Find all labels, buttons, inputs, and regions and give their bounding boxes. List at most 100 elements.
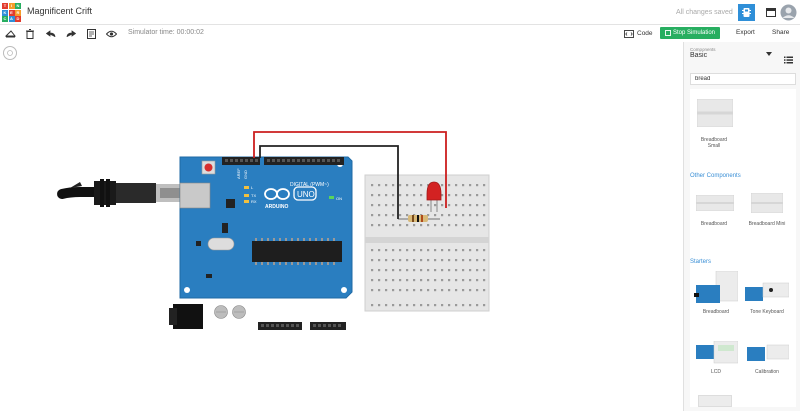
- breadboard-hole[interactable]: [427, 204, 430, 207]
- starter-calibration[interactable]: Calibration: [744, 337, 790, 379]
- breadboard-hole[interactable]: [462, 269, 465, 272]
- breadboard-hole[interactable]: [462, 224, 465, 227]
- breadboard-hole[interactable]: [378, 184, 381, 187]
- breadboard-hole[interactable]: [427, 249, 430, 252]
- delete-button[interactable]: [23, 27, 36, 40]
- breadboard-hole[interactable]: [483, 184, 486, 187]
- projects-button[interactable]: [762, 4, 779, 21]
- breadboard-hole[interactable]: [476, 259, 479, 262]
- breadboard-hole[interactable]: [399, 259, 402, 262]
- breadboard-hole[interactable]: [385, 259, 388, 262]
- breadboard-hole[interactable]: [462, 214, 465, 217]
- breadboard-hole[interactable]: [378, 249, 381, 252]
- breadboard-hole[interactable]: [441, 194, 444, 197]
- breadboard-hole[interactable]: [469, 279, 472, 282]
- starter-breadboard[interactable]: Breadboard: [694, 271, 738, 317]
- starter-lcd[interactable]: LCD: [694, 337, 738, 379]
- breadboard-hole[interactable]: [385, 269, 388, 272]
- breadboard-hole[interactable]: [392, 184, 395, 187]
- breadboard-hole[interactable]: [427, 184, 430, 187]
- other-components-heading[interactable]: Other Components: [690, 173, 741, 179]
- breadboard-hole[interactable]: [371, 214, 374, 217]
- breadboard-hole[interactable]: [413, 289, 416, 292]
- component-breadboard-mini[interactable]: Breadboard Mini: [744, 193, 790, 233]
- breadboard-hole[interactable]: [406, 224, 409, 227]
- workplane[interactable]: AREF GND DIGITAL (PWM~) L TX RX UNO ARDU…: [0, 42, 683, 411]
- breadboard-hole[interactable]: [420, 194, 423, 197]
- breadboard-hole[interactable]: [441, 289, 444, 292]
- breadboard-hole[interactable]: [371, 289, 374, 292]
- share-button[interactable]: Share: [772, 29, 790, 36]
- breadboard-hole[interactable]: [448, 304, 451, 307]
- breadboard-hole[interactable]: [462, 204, 465, 207]
- breadboard-hole[interactable]: [476, 184, 479, 187]
- breadboard-hole[interactable]: [483, 259, 486, 262]
- breadboard-hole[interactable]: [469, 259, 472, 262]
- breadboard-hole[interactable]: [448, 259, 451, 262]
- breadboard-hole[interactable]: [371, 184, 374, 187]
- breadboard-hole[interactable]: [448, 194, 451, 197]
- breadboard-hole[interactable]: [441, 304, 444, 307]
- breadboard-hole[interactable]: [378, 194, 381, 197]
- breadboard-hole[interactable]: [448, 184, 451, 187]
- breadboard-hole[interactable]: [413, 224, 416, 227]
- breadboard-hole[interactable]: [399, 184, 402, 187]
- notes-button[interactable]: [85, 27, 98, 40]
- breadboard-hole[interactable]: [476, 214, 479, 217]
- breadboard-hole[interactable]: [392, 214, 395, 217]
- breadboard-hole[interactable]: [378, 269, 381, 272]
- breadboard-hole[interactable]: [434, 304, 437, 307]
- breadboard-hole[interactable]: [462, 194, 465, 197]
- breadboard-hole[interactable]: [385, 214, 388, 217]
- breadboard-hole[interactable]: [455, 204, 458, 207]
- breadboard-hole[interactable]: [427, 289, 430, 292]
- breadboard-hole[interactable]: [413, 184, 416, 187]
- project-title[interactable]: Magnificent Crift: [27, 6, 93, 16]
- breadboard-hole[interactable]: [406, 289, 409, 292]
- starter-next[interactable]: [698, 395, 732, 407]
- component-breadboard-small[interactable]: Breadboard Small: [694, 99, 736, 149]
- breadboard-hole[interactable]: [455, 259, 458, 262]
- breadboard-hole[interactable]: [420, 269, 423, 272]
- breadboard-hole[interactable]: [469, 214, 472, 217]
- circuit-canvas[interactable]: AREF GND DIGITAL (PWM~) L TX RX UNO ARDU…: [0, 42, 683, 411]
- breadboard-hole[interactable]: [476, 289, 479, 292]
- breadboard-hole[interactable]: [434, 214, 437, 217]
- breadboard-hole[interactable]: [371, 304, 374, 307]
- breadboard-hole[interactable]: [378, 259, 381, 262]
- breadboard-hole[interactable]: [371, 204, 374, 207]
- breadboard-hole[interactable]: [427, 259, 430, 262]
- breadboard-hole[interactable]: [406, 194, 409, 197]
- breadboard-hole[interactable]: [476, 204, 479, 207]
- breadboard-hole[interactable]: [392, 279, 395, 282]
- breadboard-hole[interactable]: [392, 259, 395, 262]
- breadboard-hole[interactable]: [462, 279, 465, 282]
- rotate-button[interactable]: [4, 27, 17, 40]
- breadboard-hole[interactable]: [483, 289, 486, 292]
- breadboard-hole[interactable]: [483, 214, 486, 217]
- red-led[interactable]: [426, 181, 442, 212]
- breadboard-hole[interactable]: [385, 224, 388, 227]
- breadboard-hole[interactable]: [399, 214, 402, 217]
- breadboard-hole[interactable]: [434, 249, 437, 252]
- breadboard-hole[interactable]: [455, 279, 458, 282]
- breadboard-hole[interactable]: [462, 304, 465, 307]
- breadboard-hole[interactable]: [462, 289, 465, 292]
- breadboard-hole[interactable]: [385, 184, 388, 187]
- breadboard-hole[interactable]: [392, 204, 395, 207]
- breadboard-hole[interactable]: [371, 249, 374, 252]
- breadboard-hole[interactable]: [371, 259, 374, 262]
- breadboard-hole[interactable]: [385, 194, 388, 197]
- black-wire[interactable]: [259, 145, 399, 219]
- breadboard-hole[interactable]: [476, 194, 479, 197]
- breadboard-hole[interactable]: [385, 249, 388, 252]
- breadboard-hole[interactable]: [427, 304, 430, 307]
- breadboard-hole[interactable]: [462, 259, 465, 262]
- breadboard-hole[interactable]: [420, 279, 423, 282]
- breadboard-hole[interactable]: [455, 184, 458, 187]
- breadboard-hole[interactable]: [385, 304, 388, 307]
- breadboard-hole[interactable]: [469, 304, 472, 307]
- breadboard-hole[interactable]: [462, 184, 465, 187]
- breadboard-hole[interactable]: [413, 204, 416, 207]
- breadboard-hole[interactable]: [420, 249, 423, 252]
